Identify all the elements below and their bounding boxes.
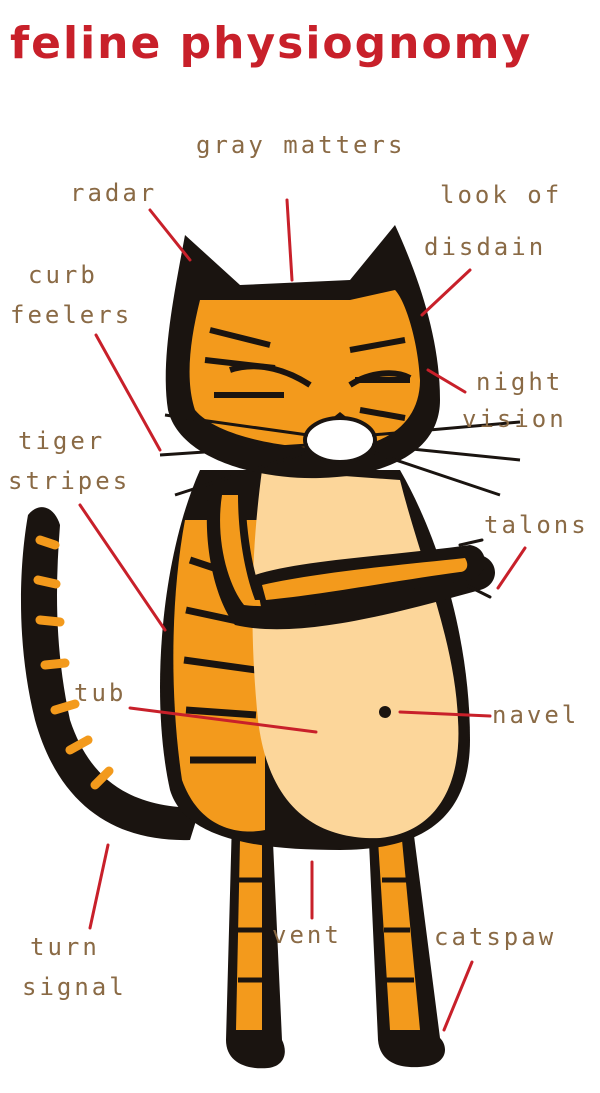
label-tiger-stripes-line2: stripes [8,467,131,495]
arms [206,480,495,630]
leader-night-vision [426,368,467,394]
label-navel: navel [492,701,580,729]
label-radar: radar [70,179,158,207]
legs [226,820,445,1069]
label-tiger-stripes-line1: tiger [18,427,106,455]
tail [20,507,200,841]
leader-turn-signal [88,843,110,930]
whiskers [159,413,521,497]
body [160,470,470,850]
leader-gray-matters [285,198,294,282]
leader-curb-feelers [94,333,162,452]
muzzle [303,416,377,464]
label-gray-matters: gray matters [196,131,406,159]
label-curb-feelers-line1: curb [28,261,98,289]
label-turn-signal-line2: signal [22,973,127,1001]
label-vent: vent [272,921,342,949]
label-turn-signal-line1: turn [30,933,100,961]
leader-catspaw [442,960,474,1032]
leader-radar [148,208,192,262]
leader-look-of-disdain [420,268,472,317]
head [159,225,521,497]
leader-tub [128,706,318,734]
leader-talons [496,546,527,590]
diagram-title: feline physiognomy [10,18,533,69]
belly [252,470,459,839]
leader-tiger-stripes [78,503,167,632]
label-talons: talons [484,511,589,539]
label-night-vision-line1: night [476,368,564,396]
label-look-of-disdain-line2: disdain [424,233,547,261]
eyes [229,363,412,388]
navel [379,706,391,718]
leader-navel [398,710,492,718]
label-tub: tub [74,679,127,707]
label-night-vision-line2: vision [462,405,567,433]
label-catspaw: catspaw [434,923,557,951]
label-curb-feelers-line2: feelers [10,301,133,329]
label-look-of-disdain-line1: look of [440,181,563,209]
